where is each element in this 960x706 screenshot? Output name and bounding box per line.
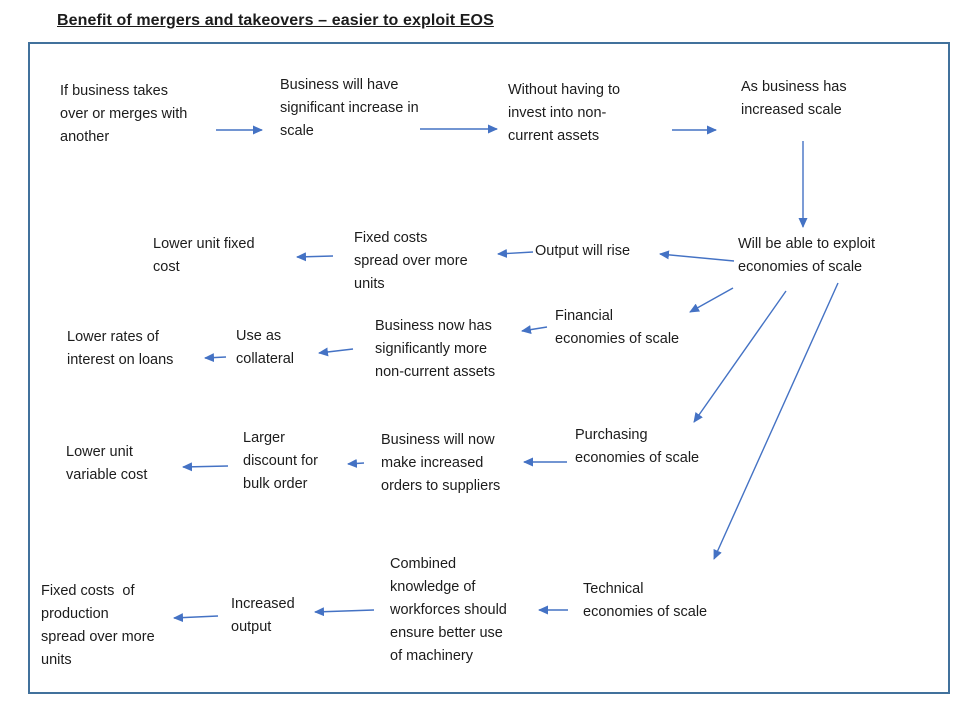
diagram-border-box — [28, 42, 950, 694]
node-increased-orders: Business will now make increased orders … — [381, 432, 501, 494]
node-lower-unit-variable: Lower unit variable cost — [66, 444, 148, 483]
node-increased-scale: As business has increased scale — [741, 79, 847, 118]
node-scale-increase: Business will have significant increase … — [280, 77, 419, 139]
node-exploit-eos: Will be able to exploit economies of sca… — [738, 236, 876, 275]
node-no-invest: Without having to invest into non- curre… — [508, 82, 621, 144]
node-purchasing-eos: Purchasing economies of scale — [575, 427, 700, 466]
node-financial-eos: Financial economies of scale — [555, 308, 680, 347]
node-technical-eos: Technical economies of scale — [583, 581, 708, 620]
node-lower-interest: Lower rates of interest on loans — [67, 329, 174, 368]
node-increased-output: Increased output — [231, 596, 295, 635]
node-lower-unit-fixed: Lower unit fixed cost — [153, 236, 255, 275]
node-more-assets: Business now has significantly more non-… — [375, 318, 496, 380]
node-combined-knowledge: Combined knowledge of workforces should … — [390, 556, 507, 664]
node-output-rise: Output will rise — [535, 243, 631, 259]
node-merge: If business takes over or merges with an… — [60, 83, 188, 145]
node-bulk-discount: Larger discount for bulk order — [243, 430, 318, 492]
node-fixed-costs-production: Fixed costs of production spread over mo… — [41, 583, 155, 668]
node-collateral: Use as collateral — [236, 328, 295, 367]
node-fixed-costs-spread: Fixed costs spread over more units — [354, 230, 468, 292]
page-title: Benefit of mergers and takeovers – easie… — [57, 12, 494, 29]
